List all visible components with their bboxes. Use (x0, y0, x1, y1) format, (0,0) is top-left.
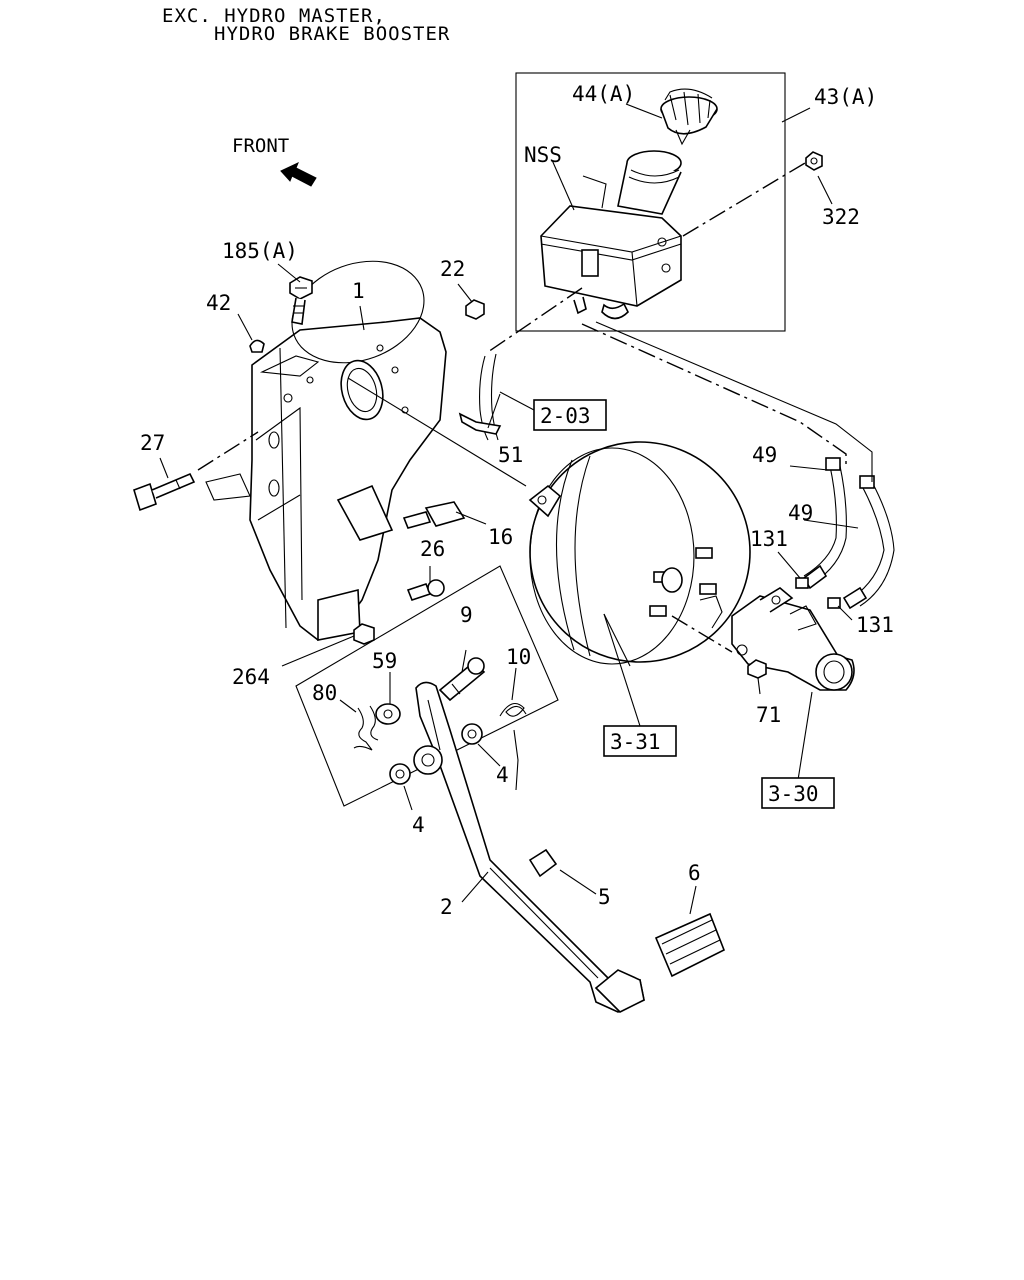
reference-3-31[interactable]: 3-31 (603, 725, 677, 757)
pedal-bracket (205, 260, 447, 641)
callout-4b: 4 (412, 813, 425, 837)
brake-booster (528, 441, 751, 665)
callout-44a: 44(A) (572, 82, 635, 106)
header-line-2: HYDRO BRAKE BOOSTER (214, 23, 450, 45)
callout-27: 27 (140, 431, 165, 455)
callout-80: 80 (312, 681, 337, 705)
callout-49a: 49 (752, 443, 777, 467)
callout-59: 59 (372, 649, 397, 673)
callout-43a: 43(A) (814, 85, 877, 109)
leader-lines (159, 103, 859, 915)
callout-4a: 4 (496, 763, 509, 787)
hose-51-icon (458, 353, 502, 441)
front-arrow-icon (280, 162, 317, 187)
callout-9: 9 (460, 603, 473, 627)
nut-264-icon (353, 623, 375, 645)
callout-185a: 185(A) (222, 239, 298, 263)
bushing-4b-icon (389, 763, 411, 785)
callout-322: 322 (822, 205, 860, 229)
callout-49b: 49 (788, 501, 813, 525)
callout-131b: 131 (856, 613, 894, 637)
bolt-185a-icon (289, 276, 313, 325)
nut-71-icon (747, 659, 767, 679)
callout-131a: 131 (750, 527, 788, 551)
callout-26: 26 (420, 537, 445, 561)
callout-264: 264 (232, 665, 270, 689)
front-label: FRONT (232, 135, 289, 157)
reference-3-31-label: 3-31 (610, 730, 661, 754)
callout-51: 51 (498, 443, 523, 467)
reservoir-detail-box (515, 72, 786, 332)
pedal-parts-box (295, 565, 559, 807)
callout-22: 22 (440, 257, 465, 281)
callout-2: 2 (440, 895, 453, 919)
nut-42-icon (249, 339, 265, 353)
header-line-1: EXC. HYDRO MASTER, (162, 5, 386, 27)
nut-322-icon (805, 151, 823, 171)
nut-22-icon (465, 299, 485, 320)
reference-2-03-label: 2-03 (540, 404, 591, 428)
reference-3-30[interactable]: 3-30 (761, 777, 835, 809)
bolt-26-icon (406, 579, 445, 601)
flare-nut-131-icon (795, 577, 841, 609)
bushing-4a-icon (461, 723, 483, 745)
callout-5: 5 (598, 885, 611, 909)
clip-80-icon (353, 705, 379, 751)
callout-71: 71 (756, 703, 781, 727)
push-stud-27-icon (133, 472, 196, 512)
brake-pedal (413, 681, 645, 1013)
brake-pipes-49-icon (802, 457, 895, 610)
callout-42: 42 (206, 291, 231, 315)
callout-10: 10 (506, 645, 531, 669)
callout-nss: NSS (524, 143, 562, 167)
washer-59-icon (375, 703, 401, 725)
pin-9-icon (438, 657, 486, 702)
reservoir-tank (540, 88, 718, 320)
callout-1: 1 (352, 279, 365, 303)
spring-10-icon (499, 702, 527, 791)
reference-3-30-label: 3-30 (768, 782, 819, 806)
stop-switch-16-icon (402, 501, 466, 529)
callout-6: 6 (688, 861, 701, 885)
callout-16: 16 (488, 525, 513, 549)
pedal-pad-6-icon (654, 912, 726, 978)
reference-2-03[interactable]: 2-03 (533, 399, 607, 431)
